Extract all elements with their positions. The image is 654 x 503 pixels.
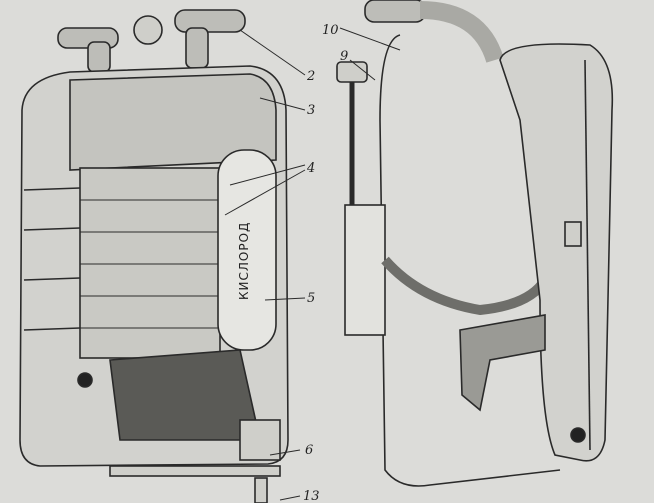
- harness-loop: [379, 34, 561, 487]
- callout-10: 10: [322, 23, 339, 38]
- side-casing: [499, 43, 614, 462]
- oxygen-cylinder: [217, 149, 277, 351]
- callout-3: 3: [307, 103, 315, 118]
- callout-6: 6: [305, 443, 313, 458]
- callout-2: 2: [306, 69, 315, 84]
- callout-5: 5: [307, 291, 315, 306]
- regenerative-cartridge: [79, 167, 221, 359]
- breathing-hose-icon: [57, 9, 246, 73]
- side-view: [336, 0, 614, 487]
- callout-4: 4: [306, 161, 315, 176]
- callout-9: 9: [340, 49, 348, 64]
- pressure-gauge: [336, 61, 368, 83]
- callout-lines: [224, 27, 401, 501]
- callout-13: 13: [303, 489, 320, 503]
- tank-inscription: КИСЛОРОД: [237, 222, 251, 300]
- front-view: [19, 9, 289, 503]
